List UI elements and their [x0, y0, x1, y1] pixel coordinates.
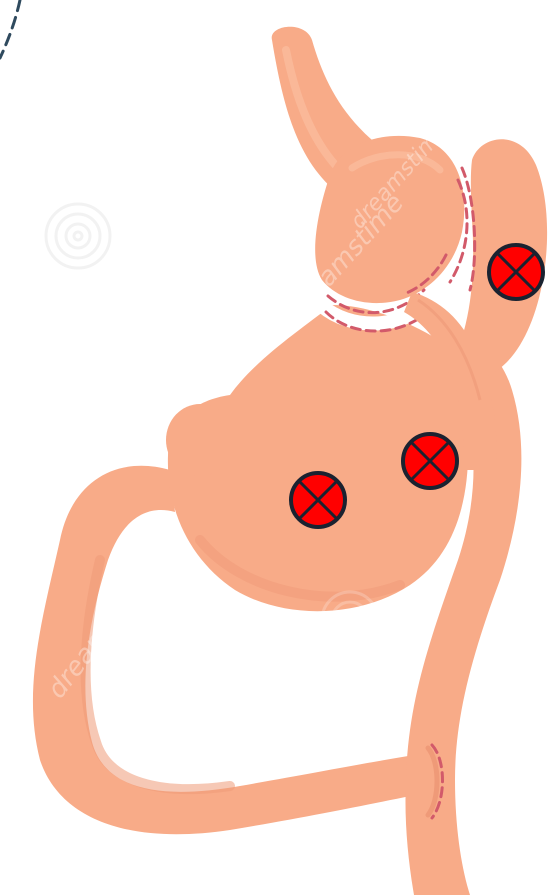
excluded-mark-icon [489, 245, 543, 299]
pyloric-bulge [166, 404, 234, 476]
corner-dashed-arc [0, 0, 20, 58]
excluded-mark-icon [403, 434, 457, 488]
roux-limb-shading [86, 560, 230, 789]
excluded-mark-icon [291, 473, 345, 527]
watermark-spiral-icon [46, 204, 110, 268]
